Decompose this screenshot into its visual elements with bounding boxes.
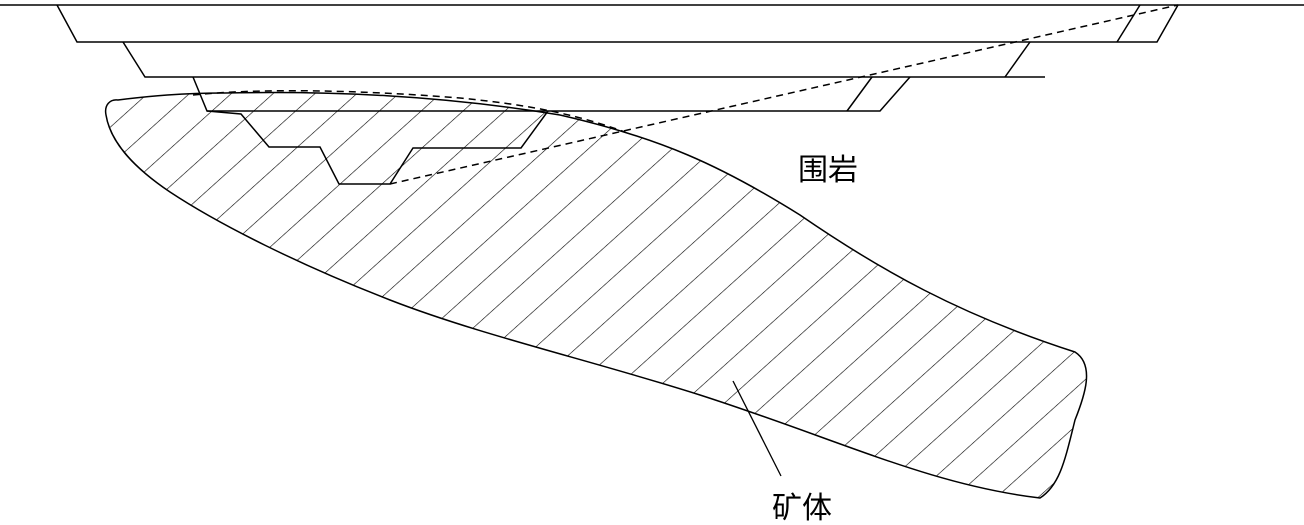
ore-body (104, 91, 1088, 499)
ore-body-label: 矿体 (772, 491, 832, 525)
pit-limit-dashed-lines (192, 4, 1179, 185)
surrounding-rock-label: 围岩 (798, 153, 858, 188)
ore-body-leader-line (732, 380, 782, 477)
